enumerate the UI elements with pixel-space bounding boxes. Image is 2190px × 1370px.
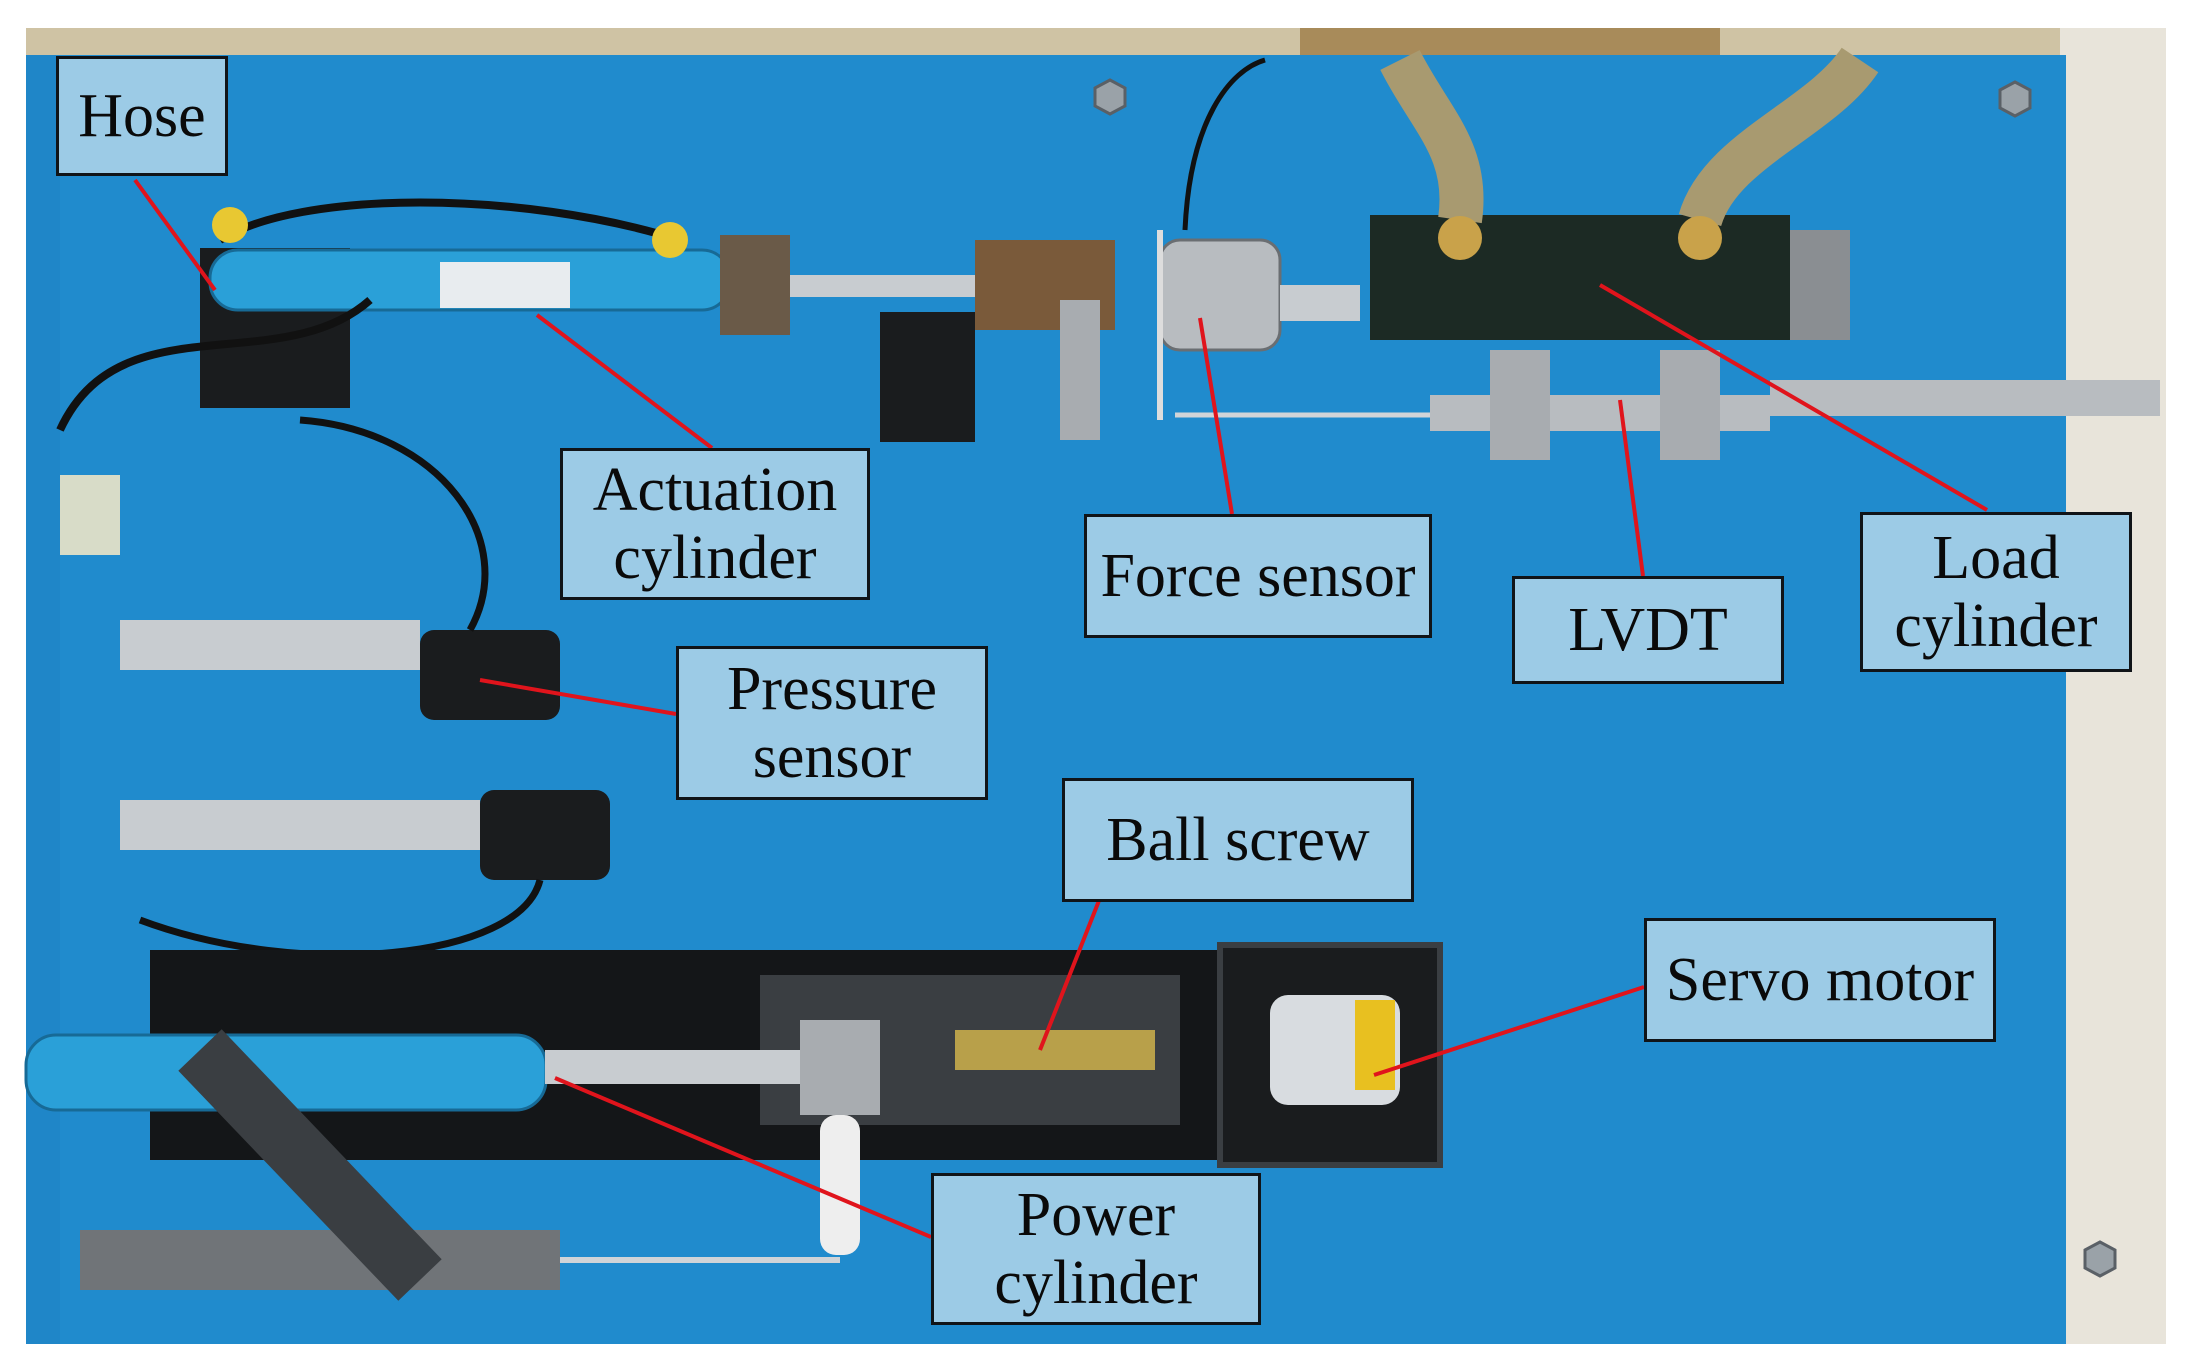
label-power-cylinder-line2: cylinder bbox=[994, 1249, 1198, 1317]
force-sensor-body bbox=[1158, 238, 1282, 352]
screw-shaft bbox=[955, 1030, 1155, 1070]
leader-lines bbox=[133, 178, 1989, 1239]
label-load-cylinder: Load cylinder bbox=[1860, 512, 2132, 672]
label-power-cylinder: Power cylinder bbox=[931, 1173, 1261, 1325]
label-lvdt: LVDT bbox=[1512, 576, 1784, 684]
hose-fitting-left bbox=[212, 207, 248, 243]
leader-pressure-sensor bbox=[479, 678, 677, 716]
label-load-cylinder-line2: cylinder bbox=[1894, 592, 2098, 660]
rod-end-nut bbox=[720, 235, 790, 335]
label-actuation-cylinder-line1: Actuation bbox=[592, 455, 838, 524]
load-fitting-right bbox=[1678, 216, 1722, 260]
power-cylinder-assembly bbox=[24, 1020, 880, 1301]
leader-actuation-cylinder bbox=[535, 313, 714, 450]
leader-power-cylinder bbox=[554, 1076, 932, 1239]
fitting-block-top bbox=[60, 475, 120, 555]
load-cylinder-assembly bbox=[1370, 46, 1879, 340]
label-load-cylinder-line1: Load bbox=[1932, 523, 2060, 592]
label-actuation-cylinder: Actuation cylinder bbox=[560, 448, 870, 600]
leader-load-cylinder bbox=[1598, 283, 1989, 512]
panel-bolts bbox=[1093, 78, 2117, 1278]
load-clevis bbox=[1790, 230, 1850, 340]
lower-valve-body bbox=[80, 1230, 560, 1290]
label-ball-screw-text: Ball screw bbox=[1106, 805, 1370, 874]
right-wall bbox=[2060, 28, 2166, 1344]
lvdt-clamp-right bbox=[1660, 350, 1720, 460]
sensor-cable-1 bbox=[299, 416, 489, 632]
label-pressure-sensor-line1: Pressure bbox=[726, 654, 938, 723]
hydraulic-hose bbox=[217, 198, 682, 244]
lvdt-assembly bbox=[1175, 350, 2160, 460]
label-actuation-cylinder-line2: cylinder bbox=[613, 524, 817, 592]
sensor-connector-1 bbox=[420, 630, 560, 720]
label-ball-screw: Ball screw bbox=[1062, 778, 1414, 902]
label-pressure-sensor: Pressure sensor bbox=[676, 646, 988, 800]
cylinder-sticker bbox=[440, 262, 570, 308]
guide-rod bbox=[1770, 380, 2160, 416]
hose-loop bbox=[56, 297, 373, 432]
label-servo-motor: Servo motor bbox=[1644, 918, 1996, 1042]
leader-hose bbox=[133, 178, 217, 292]
diagonal-bracket bbox=[178, 1029, 442, 1301]
label-hose: Hose bbox=[56, 56, 228, 176]
load-pipe-left bbox=[1380, 49, 1484, 224]
sensor-cable bbox=[1182, 57, 1266, 231]
hose-fitting bbox=[652, 222, 688, 258]
power-piston-rod bbox=[545, 1050, 805, 1084]
leader-lvdt bbox=[1618, 399, 1645, 577]
label-servo-motor-text: Servo motor bbox=[1665, 945, 1975, 1014]
sensor-rod bbox=[1280, 285, 1360, 321]
leader-ball-screw bbox=[1038, 892, 1104, 1051]
bracket bbox=[880, 312, 975, 442]
label-pressure-sensor-line2: sensor bbox=[752, 723, 912, 791]
label-force-sensor-text: Force sensor bbox=[1100, 541, 1416, 610]
force-sensor-assembly bbox=[1157, 57, 1360, 420]
load-fitting-left bbox=[1438, 216, 1482, 260]
load-pipe-right bbox=[1678, 46, 1879, 228]
leader-force-sensor bbox=[1198, 317, 1234, 515]
label-force-sensor: Force sensor bbox=[1084, 514, 1432, 638]
pressure-sensor-1 bbox=[120, 620, 420, 670]
label-lvdt-text: LVDT bbox=[1568, 595, 1728, 664]
sensor-connector-2 bbox=[480, 790, 610, 880]
pressure-sensor-2 bbox=[120, 800, 480, 850]
pressure-sensors bbox=[60, 416, 610, 959]
actuation-cylinder-assembly bbox=[200, 235, 1115, 442]
leader-servo-motor bbox=[1373, 985, 1645, 1077]
label-hose-text: Hose bbox=[78, 81, 206, 150]
lvdt-clamp-left bbox=[1490, 350, 1550, 460]
white-pin bbox=[820, 1115, 860, 1255]
power-clevis bbox=[800, 1020, 880, 1115]
clevis-bolt bbox=[1060, 300, 1100, 440]
load-cylinder-body bbox=[1370, 215, 1790, 340]
piston-rod bbox=[790, 275, 990, 297]
label-power-cylinder-line1: Power bbox=[1016, 1180, 1176, 1249]
